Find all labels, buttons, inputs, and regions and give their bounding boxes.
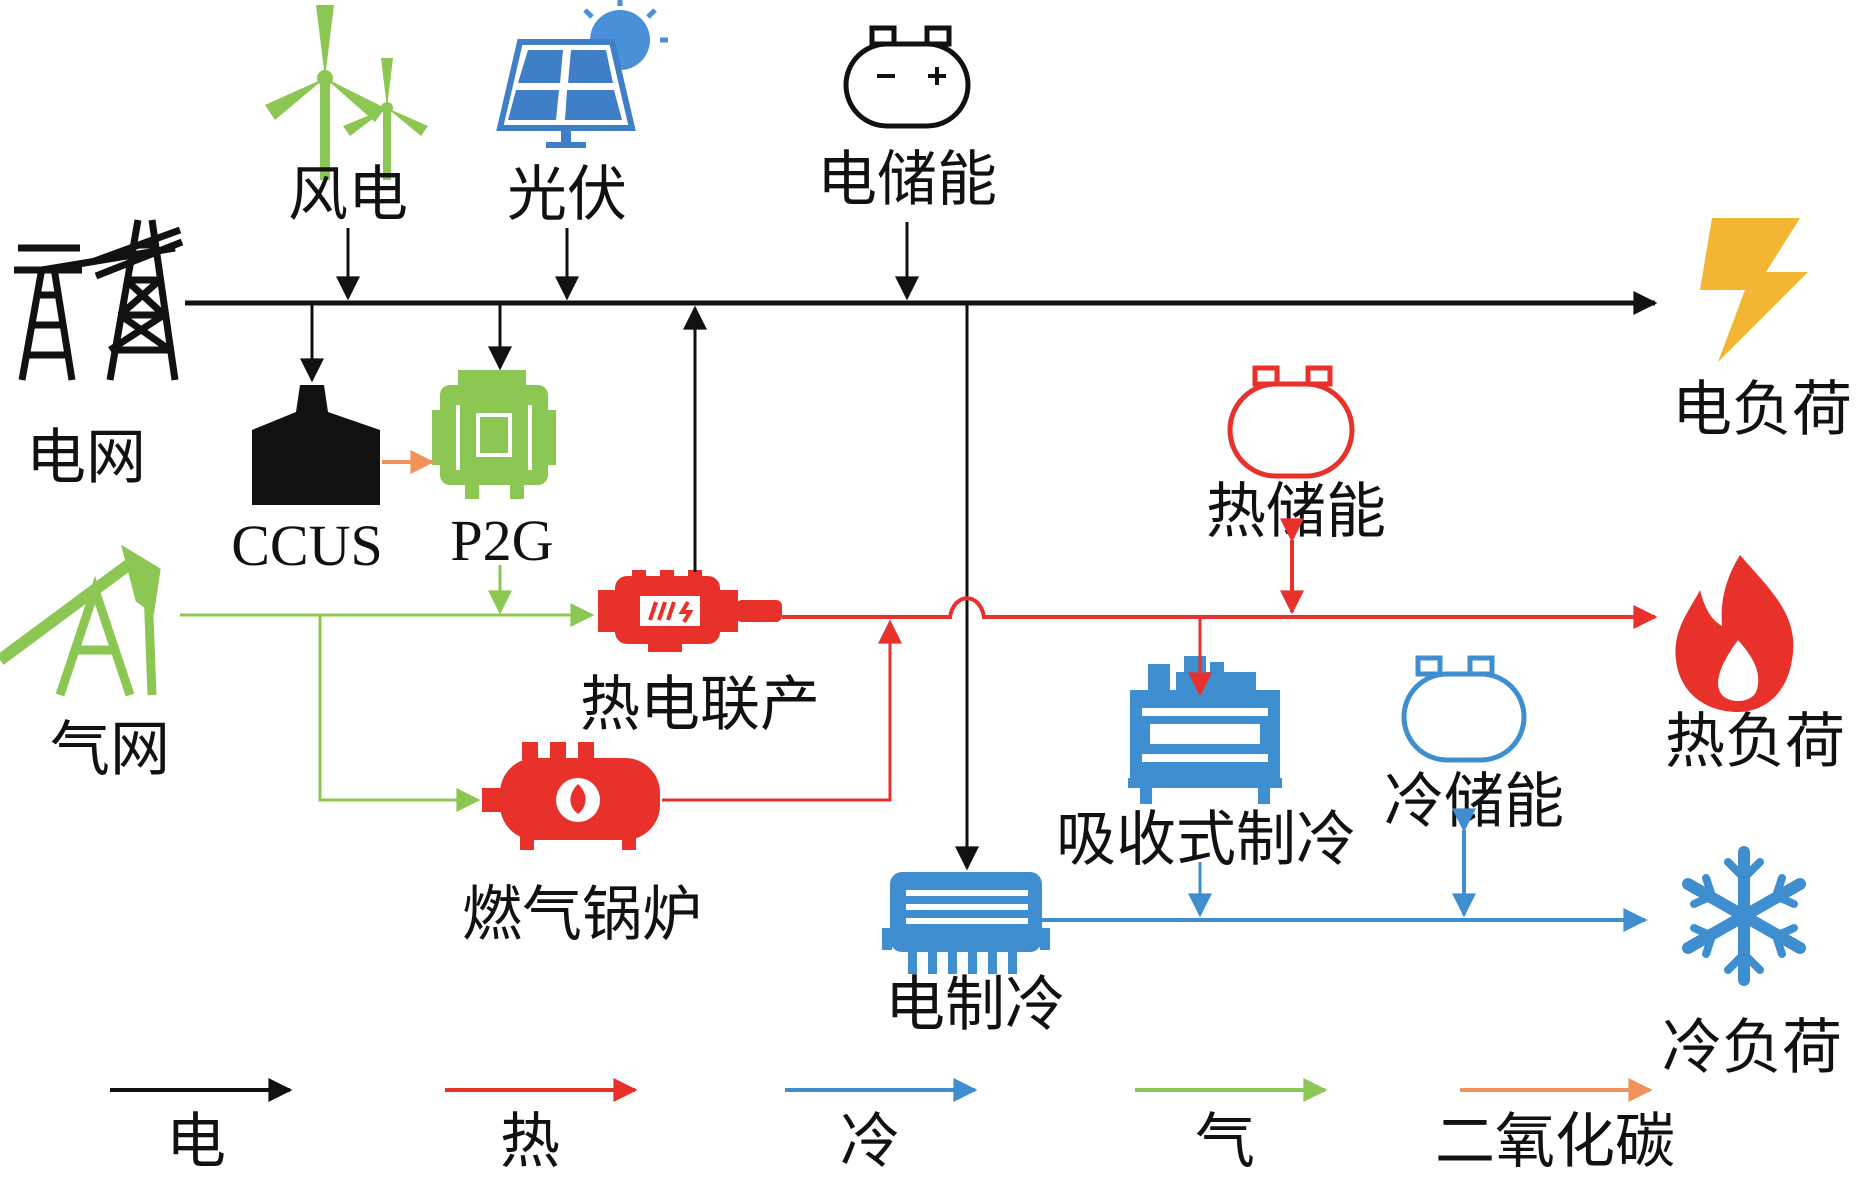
heat-load-label: 热负荷 [1665,707,1845,777]
boiler-to-heat-arrow [662,619,902,802]
legend-item-electric: 电 [110,1078,293,1177]
p2g-label: P2G [450,508,553,573]
legend-cold-label: 冷 [840,1107,900,1177]
heat-storage-label: 热储能 [1206,477,1386,547]
legend-item-gas: 气 [1135,1078,1328,1177]
battery-icon [843,25,971,129]
elec-storage-label: 电储能 [817,145,997,215]
legend: 电 热 冷 气 二氧化碳 [110,1078,1675,1177]
absorption-chiller-label: 吸收式制冷 [1056,805,1356,875]
ccus-tank-icon [252,385,380,505]
gas-boiler-label: 燃气锅炉 [462,880,702,950]
flame-icon [1675,555,1794,712]
transmission-tower-icon [14,219,184,381]
legend-item-cold: 冷 [785,1078,978,1177]
boiler-icon [482,742,660,850]
heat-bus-line [782,596,1658,629]
wind-label: 风电 [288,160,408,230]
chp-label: 热电联产 [580,670,820,740]
electric-chiller-label: 电制冷 [885,970,1065,1040]
snowflake-icon [1682,846,1806,986]
p2g-transformer-icon [432,370,556,499]
solar-panel-icon [496,0,668,148]
elec-load-label: 电负荷 [1672,375,1852,445]
lightning-icon [1700,218,1808,362]
wind-turbine-icon [265,5,428,180]
heat-tank-icon [1227,365,1355,479]
ccus-label: CCUS [231,513,383,578]
grid-label: 电网 [26,423,146,493]
pv-label: 光伏 [507,160,627,230]
gas-to-boiler-arrow [318,615,481,812]
chp-engine-icon [598,570,782,652]
legend-item-co2: 二氧化碳 [1435,1078,1675,1177]
cold-tank-icon [1401,655,1527,763]
legend-gas-label: 气 [1195,1107,1255,1177]
absorption-chiller-icon [1128,656,1282,804]
cold-storage-label: 冷储能 [1384,767,1564,837]
legend-co2-label: 二氧化碳 [1435,1107,1675,1177]
electric-chiller-icon [882,872,1050,974]
gas-grid-label: 气网 [50,715,170,785]
oil-pump-icon [0,544,161,697]
legend-item-heat: 热 [445,1078,638,1177]
legend-heat-label: 热 [500,1107,560,1177]
legend-electric-label: 电 [166,1107,226,1177]
cold-load-label: 冷负荷 [1662,1013,1842,1083]
